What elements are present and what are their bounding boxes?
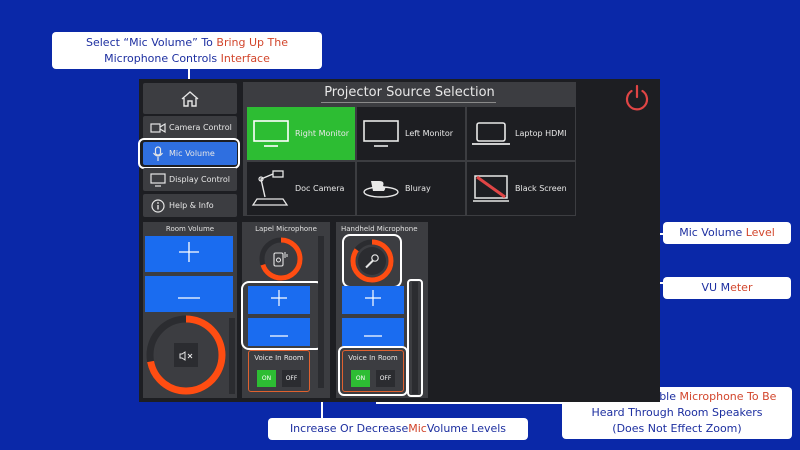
lapel-mic-icon	[272, 250, 290, 272]
source-bluray[interactable]: Bluray	[357, 162, 465, 215]
callout-line-enable	[376, 402, 562, 404]
title-divider	[321, 102, 496, 103]
callout-mic-volume-level: Mic Volume Level	[663, 222, 791, 244]
handheld-volume-down-button[interactable]	[342, 318, 404, 346]
minus-icon	[177, 285, 201, 304]
home-icon	[180, 90, 200, 108]
handheld-voice-off-button[interactable]: OFF	[376, 370, 395, 387]
sidebar-item-display-control[interactable]: Display Control	[143, 168, 237, 191]
sidebar-item-help-info[interactable]: Help & Info	[143, 194, 237, 217]
source-doc-camera[interactable]: Doc Camera	[247, 162, 355, 215]
lapel-volume-up-button[interactable]	[248, 286, 310, 314]
info-icon	[147, 198, 169, 213]
projector-source-panel: Projector Source Selection Right Monitor…	[243, 82, 576, 216]
power-icon	[622, 83, 652, 117]
projector-source-title: Projector Source Selection	[324, 85, 495, 100]
source-right-monitor[interactable]: Right Monitor	[247, 107, 355, 160]
handheld-level-highlight	[342, 234, 402, 288]
black-screen-icon	[467, 174, 515, 204]
room-volume-down-button[interactable]	[145, 276, 233, 312]
mic-volume-highlight	[138, 138, 240, 169]
handheld-vu-meter-highlight	[407, 279, 423, 397]
doc-camera-icon	[247, 169, 295, 209]
handheld-vu-meter	[412, 282, 418, 394]
handheld-voice-in-room: Voice In Room ON OFF	[342, 350, 404, 392]
handheld-volume-up-button[interactable]	[342, 286, 404, 314]
room-volume-title: Room Volume	[165, 225, 215, 233]
source-laptop-hdmi[interactable]: Laptop HDMI	[467, 107, 575, 160]
sidebar-item-mic-volume[interactable]: Mic Volume	[143, 142, 237, 165]
minus-icon	[363, 323, 383, 342]
handheld-mic-icon	[363, 252, 381, 274]
sidebar-item-camera-control[interactable]: Camera Control	[143, 116, 237, 139]
plus-icon	[363, 288, 383, 312]
lapel-voice-on-button[interactable]: ON	[257, 370, 276, 387]
handheld-voice-on-button[interactable]: ON	[351, 370, 370, 387]
laptop-icon	[467, 120, 515, 148]
display-icon	[147, 172, 169, 187]
home-button[interactable]	[143, 83, 237, 114]
callout-mic-volume: Select “Mic Volume” To Bring Up The Micr…	[52, 32, 322, 69]
lapel-microphone-title: Lapel Microphone	[255, 225, 317, 233]
lapel-mic-level-ring	[258, 236, 304, 282]
room-volume-level-arc	[146, 315, 226, 395]
monitor-icon	[247, 119, 295, 149]
lapel-volume-down-button[interactable]	[248, 318, 310, 346]
lapel-voice-in-room: Voice In Room ON OFF	[248, 350, 310, 392]
handheld-mic-level-ring	[349, 238, 395, 284]
plus-icon	[269, 288, 289, 312]
speaker-mute-icon	[179, 346, 193, 365]
handheld-microphone-title: Handheld Microphone	[341, 225, 418, 233]
room-volume-up-button[interactable]	[145, 236, 233, 272]
lapel-voice-off-button[interactable]: OFF	[282, 370, 301, 387]
handheld-voice-in-room-highlight	[338, 346, 408, 396]
source-left-monitor[interactable]: Left Monitor	[357, 107, 465, 160]
monitor-icon	[357, 119, 405, 149]
callout-increase-decrease: Increase Or Decrease Mic Volume Levels	[268, 418, 528, 440]
power-button[interactable]	[622, 83, 652, 113]
lapel-volume-buttons-highlight	[241, 281, 324, 350]
microphone-icon	[147, 145, 169, 162]
source-black-screen[interactable]: Black Screen	[467, 162, 575, 215]
bluray-icon	[357, 178, 405, 200]
lapel-vu-meter	[318, 236, 324, 388]
handheld-level-arc	[350, 239, 394, 283]
room-volume-knob[interactable]	[145, 314, 227, 396]
lapel-level-arc	[259, 237, 303, 281]
room-vu-meter	[229, 318, 235, 394]
plus-icon	[177, 240, 201, 268]
room-volume-mute-button[interactable]	[174, 343, 198, 367]
minus-icon	[269, 323, 289, 342]
camera-icon	[147, 122, 169, 134]
